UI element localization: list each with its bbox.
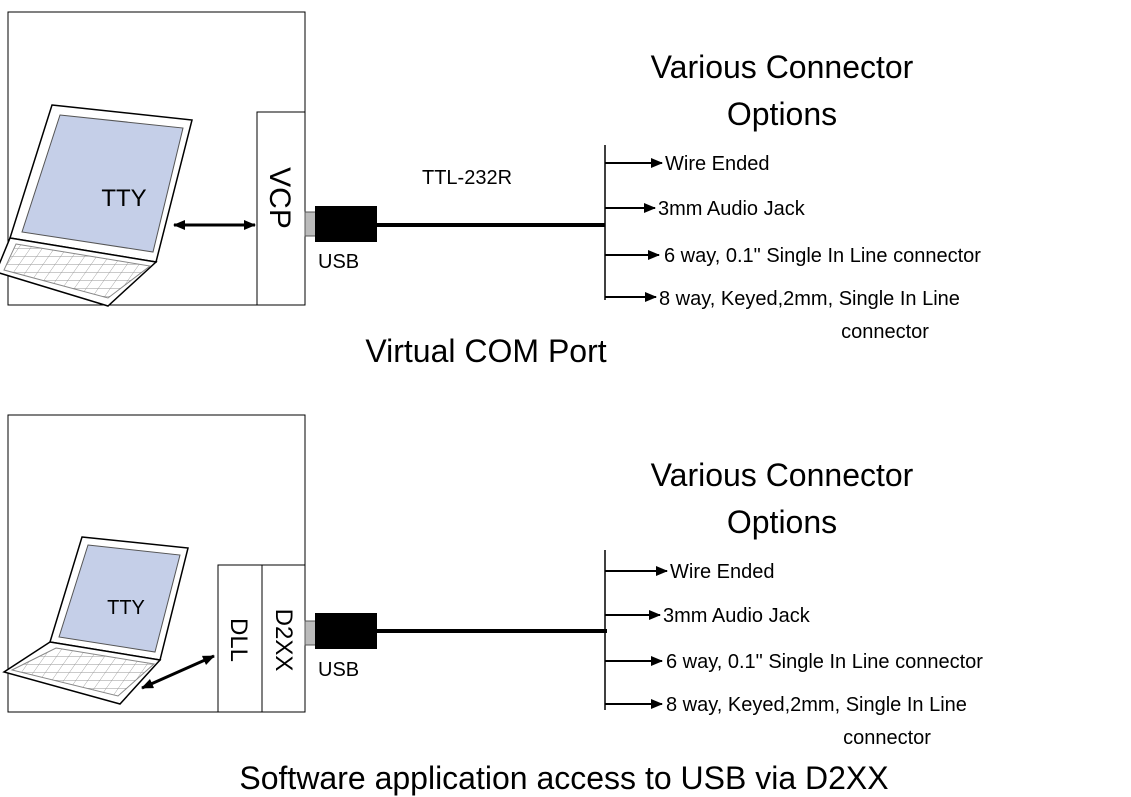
option-label: 6 way, 0.1" Single In Line connector bbox=[664, 245, 981, 267]
d2xx-label: D2XX bbox=[270, 609, 297, 672]
dll-box bbox=[217, 564, 263, 713]
option-label: 3mm Audio Jack bbox=[658, 198, 806, 220]
usb-label: USB bbox=[318, 659, 359, 681]
tty-label: TTY bbox=[101, 185, 146, 212]
option-label: Wire Ended bbox=[665, 153, 770, 175]
cable-name: TTL-232R bbox=[422, 167, 512, 189]
dll-label: DLL bbox=[225, 618, 252, 662]
option-label-continued: connector bbox=[841, 321, 929, 343]
option-label: 8 way, Keyed,2mm, Single In Line bbox=[666, 694, 967, 716]
usb-plug-icon bbox=[304, 613, 377, 649]
section-caption: Software application access to USB via D… bbox=[239, 760, 888, 796]
laptop-icon bbox=[2, 536, 189, 705]
option-label-continued: connector bbox=[843, 727, 931, 749]
usb-label: USB bbox=[318, 251, 359, 273]
vcp-label: VCP bbox=[263, 167, 296, 229]
bottom-section: DLL D2XX TTY USB Various Connector Optio… bbox=[2, 414, 983, 796]
options-title-line1: Various Connector bbox=[651, 457, 914, 493]
section-caption: Virtual COM Port bbox=[365, 333, 606, 369]
option-label: 8 way, Keyed,2mm, Single In Line bbox=[659, 288, 960, 310]
options-title-line2: Options bbox=[727, 96, 837, 132]
option-label: 3mm Audio Jack bbox=[663, 605, 811, 627]
usb-plug-icon bbox=[304, 206, 377, 242]
d2xx-box bbox=[261, 564, 306, 713]
top-section: VCP TTY USB TTL-232R Various Connector O… bbox=[0, 11, 981, 369]
options-title-line1: Various Connector bbox=[651, 49, 914, 85]
vcp-driver-box bbox=[256, 111, 306, 306]
double-arrow-icon bbox=[141, 654, 215, 690]
tty-label: TTY bbox=[107, 597, 145, 619]
option-label: Wire Ended bbox=[670, 561, 775, 583]
laptop-icon bbox=[0, 104, 193, 307]
options-title-line2: Options bbox=[727, 504, 837, 540]
option-label: 6 way, 0.1" Single In Line connector bbox=[666, 651, 983, 673]
